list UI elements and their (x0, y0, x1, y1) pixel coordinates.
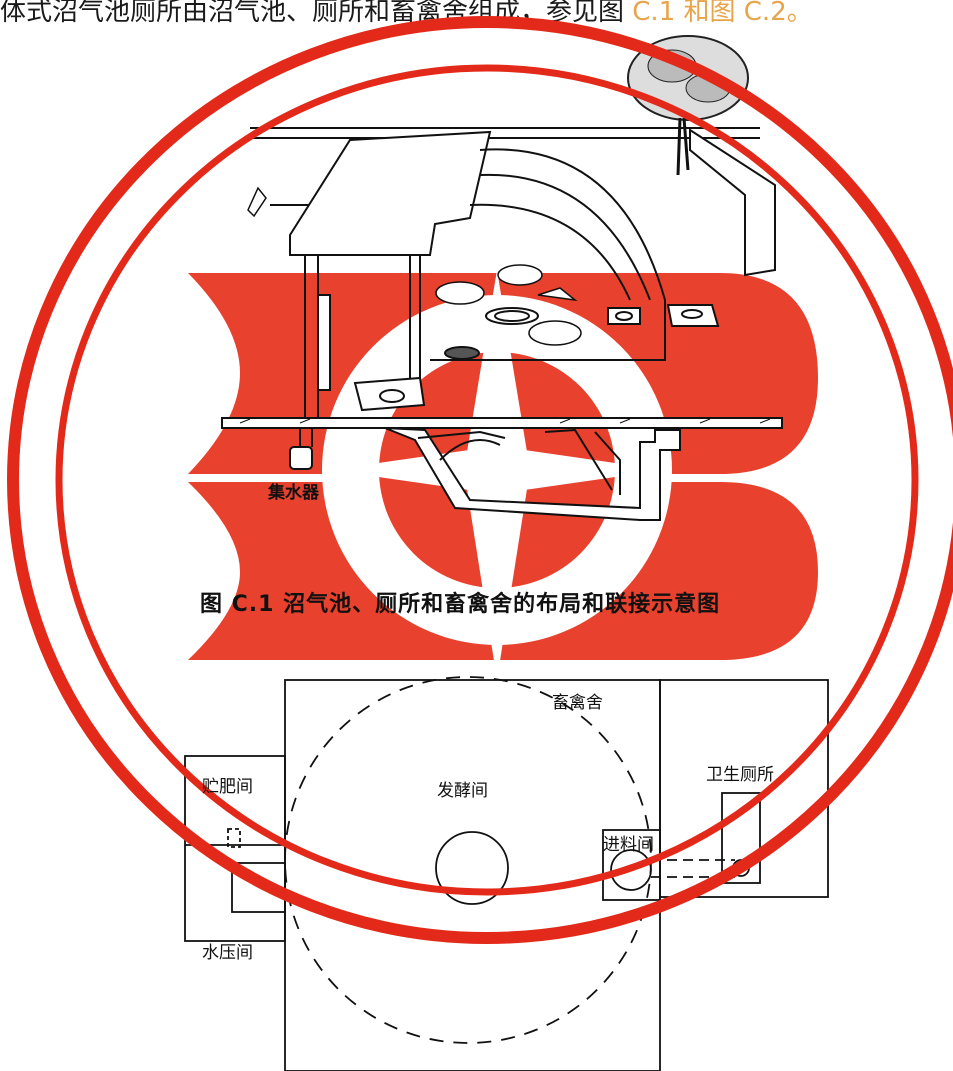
shed-side-wall (430, 300, 666, 361)
water-collector-label: 集水器 (268, 483, 319, 503)
outlet-cover (444, 346, 480, 360)
shed-inlet-hatch (607, 307, 641, 325)
digester-body (384, 427, 681, 521)
intro-text-line: 体式沼气池厕所由沼气池、厕所和畜禽舍组成，参见图 C.1 和图 C.2。 (0, 0, 953, 24)
inlet-pipe (417, 428, 613, 491)
feed-inlet-outline (602, 829, 661, 901)
seal-rings (7, 16, 953, 944)
watermark-stamp (188, 270, 818, 680)
shed-arch-inner (469, 203, 631, 301)
livestock-shed-label: 畜禽舍 (552, 693, 603, 713)
pig-illustrations (435, 264, 582, 346)
ground-slab (221, 417, 783, 429)
seal-ring-outer (7, 16, 953, 944)
feed-inlet-circle (610, 849, 652, 891)
hydraulic-chamber-outline (231, 862, 286, 913)
fermentation-tank-outline (284, 676, 652, 1044)
shed-arch-outer (479, 148, 666, 301)
digester-dome (439, 439, 501, 461)
intro-text-reference: C.1 和图 C.2。 (632, 0, 813, 24)
toilet-label: 卫生厕所 (706, 765, 774, 785)
yard-wall (689, 128, 776, 277)
valve-marker (227, 828, 241, 848)
fermentation-chamber-circle (435, 831, 509, 905)
toilet-squat-pan (353, 376, 426, 412)
water-collector (289, 446, 313, 470)
figure-c1-caption: 图 C.1 沼气池、厕所和畜禽舍的布局和联接示意图 (200, 592, 721, 617)
toilet-door (317, 294, 331, 391)
feed-inlet-label: 进料间 (603, 835, 654, 855)
seal-ring-inner (55, 64, 919, 896)
manure-storage-label: 贮肥间 (202, 777, 253, 797)
fermentation-chamber-label: 发酵间 (437, 781, 488, 801)
toilet-cubicle-outline (721, 792, 761, 884)
shed-arch-mid (479, 173, 651, 301)
toilet-block-outline (659, 679, 829, 898)
stamp-star-horizontal (330, 446, 664, 494)
toilet-roof (289, 130, 492, 256)
hydraulic-chamber-label: 水压间 (202, 943, 253, 963)
outside-inlet-hatch (666, 304, 720, 327)
tree-illustration (627, 35, 749, 176)
overflow-pipe (594, 431, 621, 495)
small-plant (247, 186, 267, 218)
